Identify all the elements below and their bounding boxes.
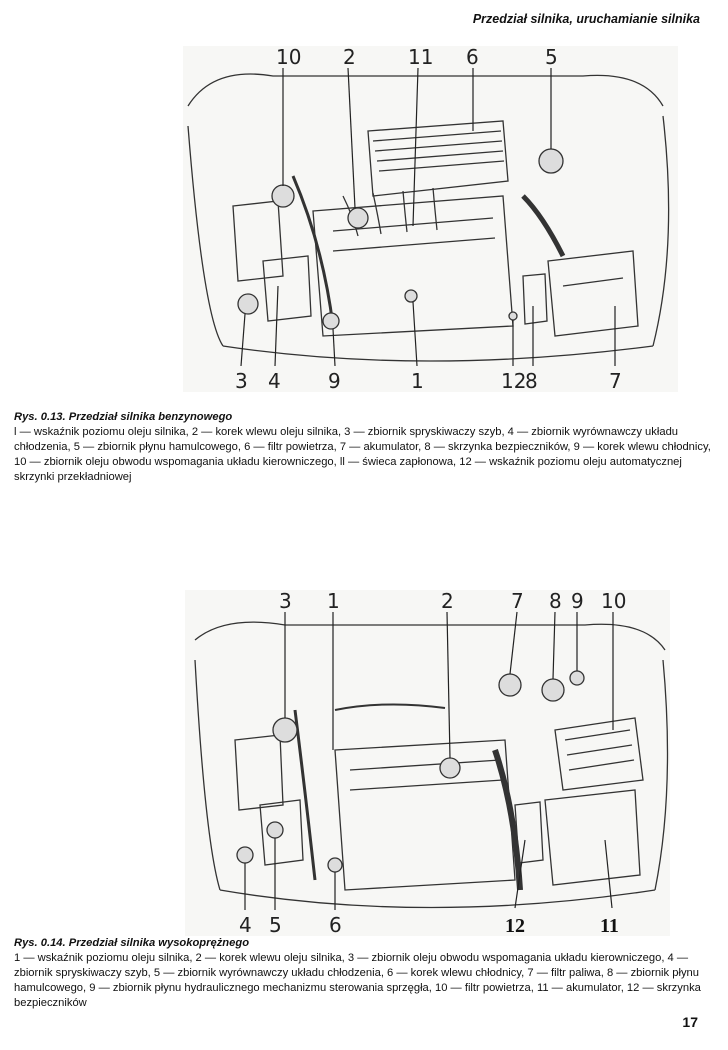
callout-5: 5	[545, 46, 558, 69]
callout-7: 7	[511, 590, 524, 613]
page-number: 17	[682, 1014, 698, 1030]
engine-bay-petrol-figure: 10 2 11 6 5 3 4 9 1 12 8 7	[183, 46, 678, 392]
caption-text: 1 — wskaźnik poziomu oleju silnika, 2 — …	[14, 952, 701, 1009]
callout-8: 8	[525, 369, 538, 392]
callout-12: 12	[501, 369, 526, 392]
callout-1: 1	[411, 369, 424, 392]
callout-6: 6	[329, 913, 342, 936]
caption-title: Rys. 0.13. Przedział silnika benzynowego	[14, 411, 233, 423]
figure-caption-0-14: Rys. 0.14. Przedział silnika wysokoprężn…	[14, 936, 720, 1011]
caption-text: l — wskaźnik poziomu oleju silnika, 2 — …	[14, 426, 711, 483]
engine-bay-diesel-figure: 3 1 2 7 8 9 10 4 5 6 12 11	[185, 590, 670, 936]
callout-11: 11	[600, 915, 619, 936]
caption-title: Rys. 0.14. Przedział silnika wysokoprężn…	[14, 937, 250, 949]
callout-11: 11	[408, 46, 433, 69]
callout-10: 10	[601, 590, 626, 613]
running-header: Przedział silnika, uruchamianie silnika	[472, 12, 700, 26]
callout-1: 1	[327, 590, 340, 613]
callout-7: 7	[609, 369, 622, 392]
callout-4: 4	[268, 369, 281, 392]
callout-9: 9	[571, 590, 584, 613]
callout-2: 2	[441, 590, 454, 613]
callout-12: 12	[505, 915, 525, 936]
callout-6: 6	[466, 46, 479, 69]
callout-3: 3	[279, 590, 292, 613]
callout-10: 10	[276, 46, 301, 69]
callout-9: 9	[328, 369, 341, 392]
callout-3: 3	[235, 369, 248, 392]
callout-8: 8	[549, 590, 562, 613]
callout-4: 4	[239, 913, 252, 936]
callout-5: 5	[269, 913, 282, 936]
callout-2: 2	[343, 46, 356, 69]
figure-caption-0-13: Rys. 0.13. Przedział silnika benzynowego…	[14, 410, 720, 485]
